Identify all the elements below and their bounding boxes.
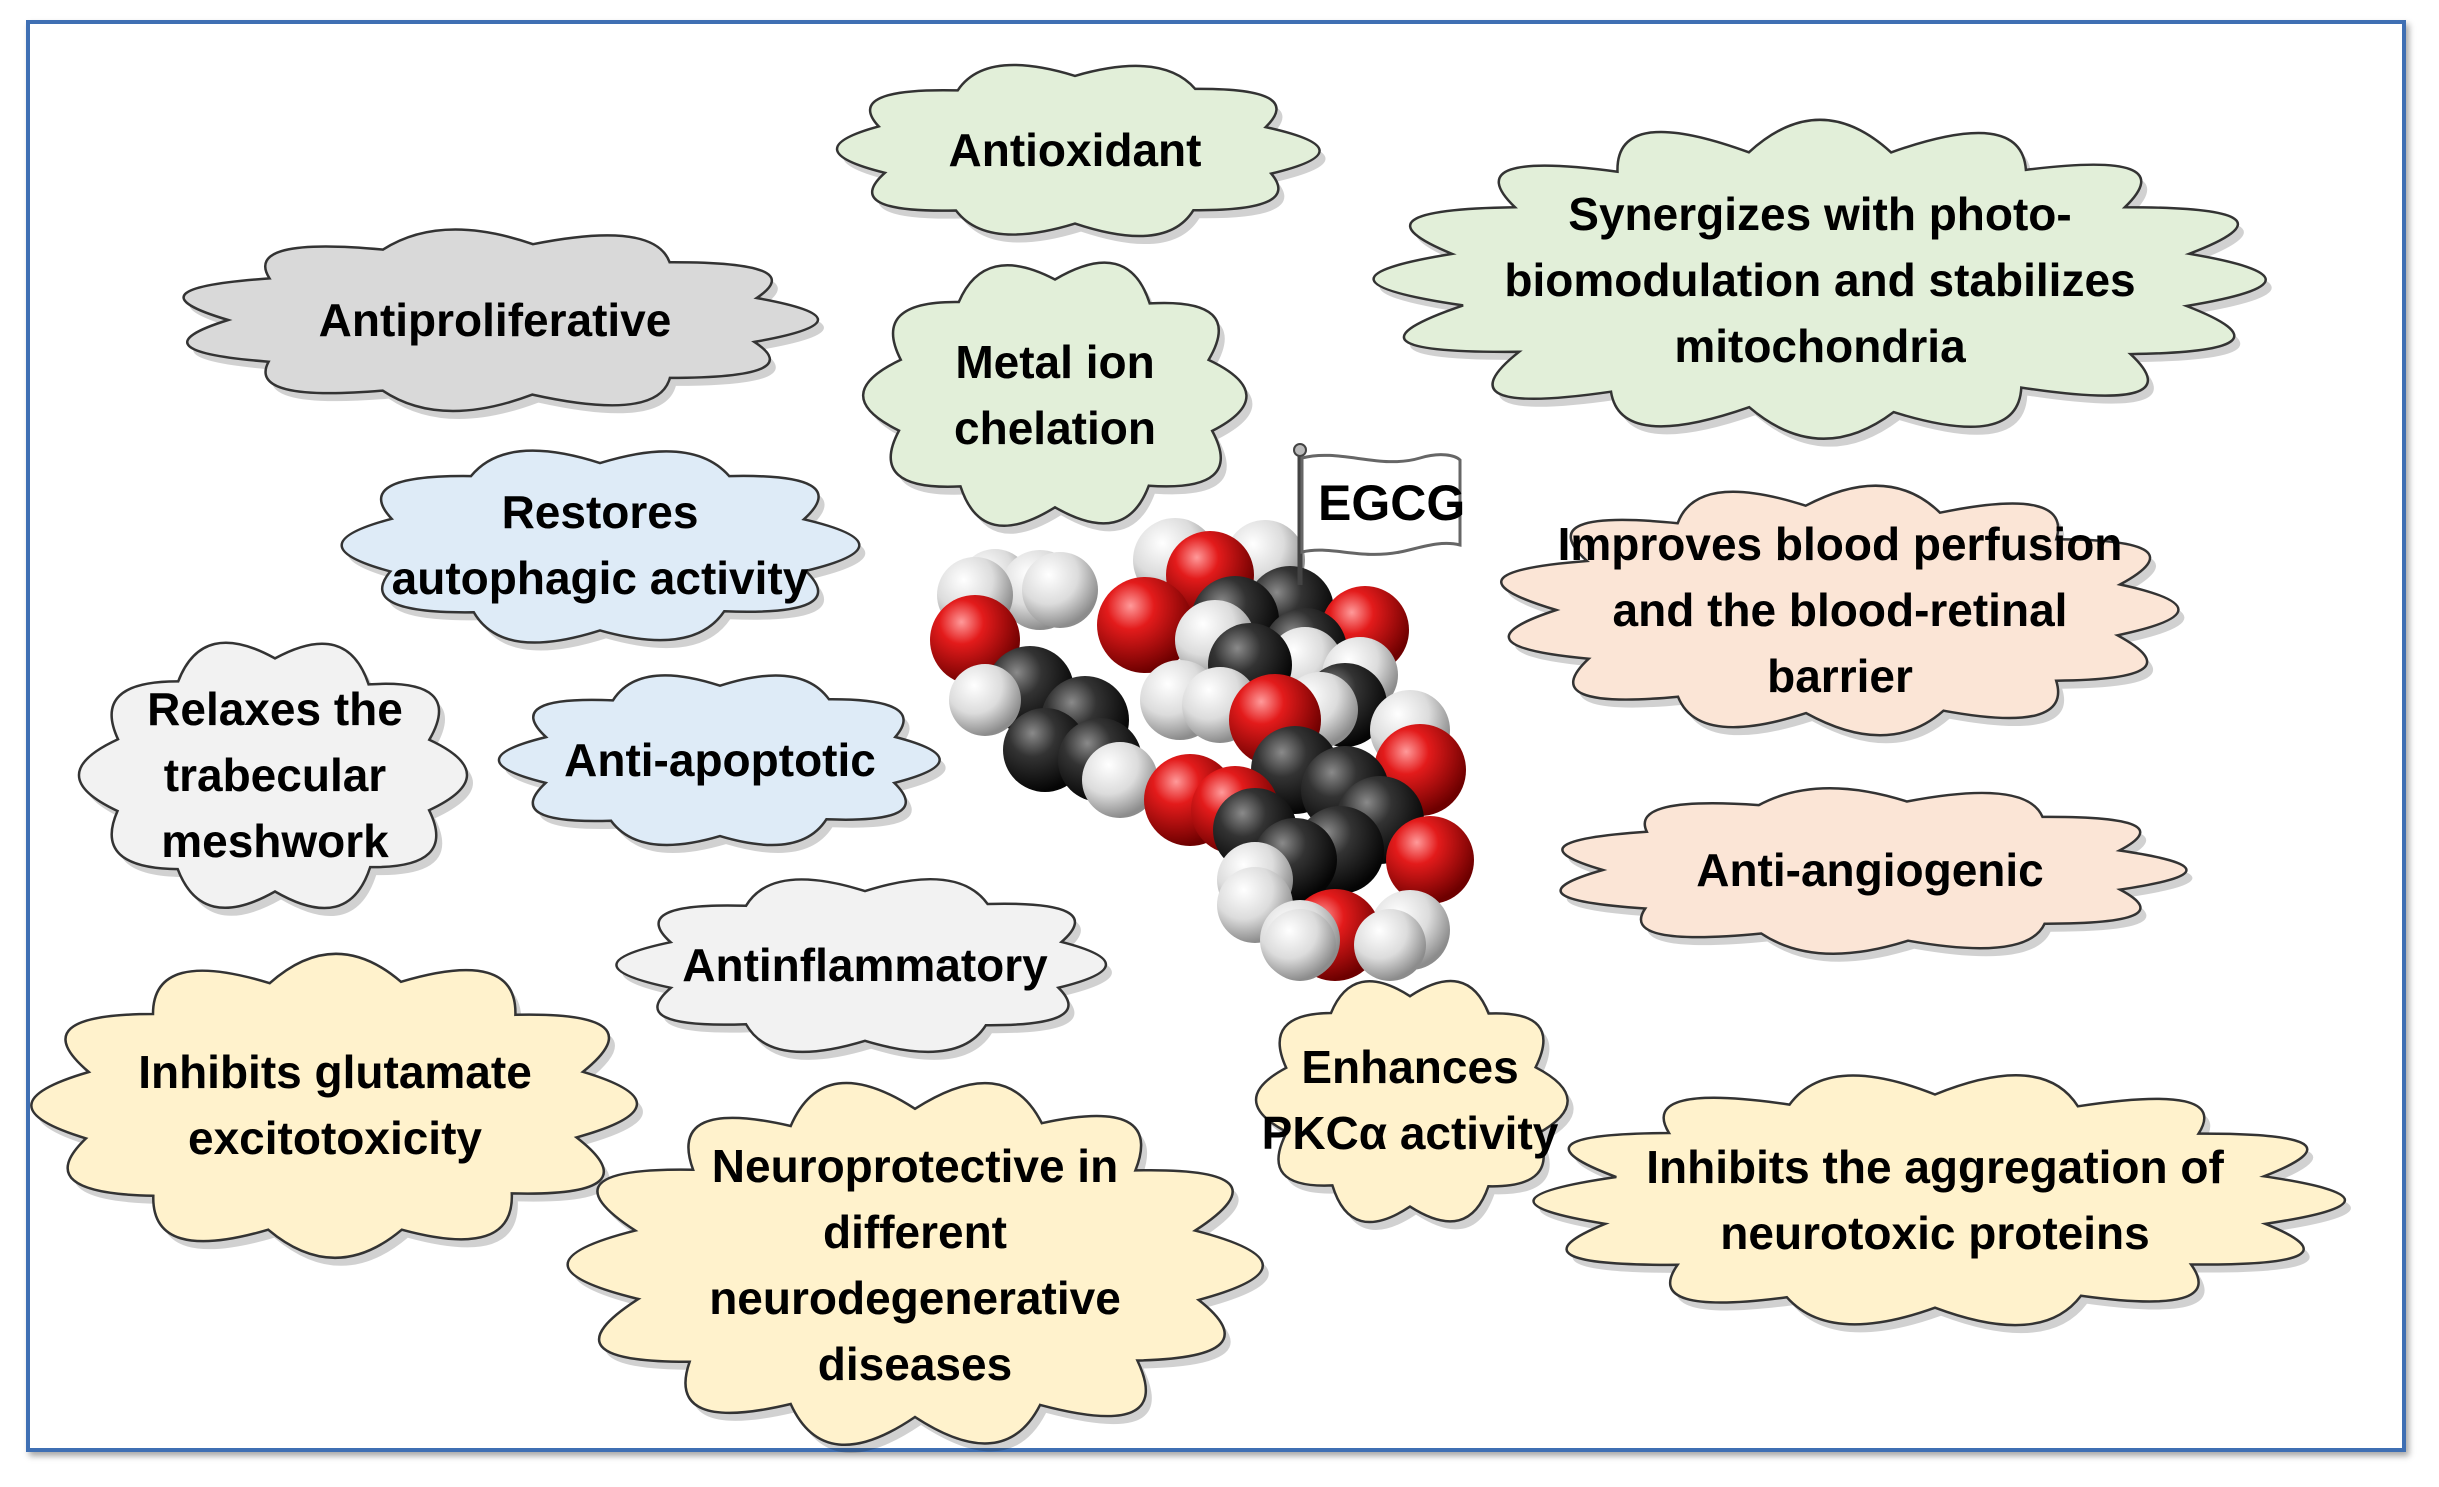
cloud-shape bbox=[615, 877, 1108, 1054]
cloud-antinflammatory: Antinflammatory bbox=[615, 877, 1112, 1060]
cloud-label-line: excitotoxicity bbox=[188, 1112, 482, 1164]
cloud-label-line: Anti-apoptotic bbox=[564, 734, 876, 786]
cloud-shape bbox=[77, 641, 469, 910]
cloud-label-line: neurotoxic proteins bbox=[1720, 1207, 2149, 1259]
cloud-shape bbox=[1532, 1074, 2347, 1327]
cloud-label-line: Synergizes with photo- bbox=[1568, 188, 2071, 240]
cloud-label-line: meshwork bbox=[161, 815, 389, 867]
cloud-label-line: Antioxidant bbox=[949, 124, 1202, 176]
cloud-label-line: Antiproliferative bbox=[319, 294, 672, 346]
cloud-shape bbox=[497, 674, 941, 847]
cloud-metal-ion-chelation: Metal ion chelation bbox=[861, 261, 1253, 534]
egcg-molecule bbox=[930, 518, 1474, 981]
cloud-aggregation: Inhibits the aggregation of neurotoxic pr… bbox=[1532, 1074, 2351, 1334]
hydrogen-atom bbox=[1022, 552, 1098, 628]
cloud-shape bbox=[835, 63, 1321, 238]
cloud-trabecular: Relaxes the trabecular meshwork bbox=[77, 641, 474, 917]
cloud-label-line: Metal ion bbox=[955, 336, 1154, 388]
hydrogen-atom bbox=[1354, 909, 1426, 981]
cloud-label-line: mitochondria bbox=[1674, 320, 1966, 372]
cloud-label-line: Inhibits the aggregation of bbox=[1646, 1141, 2224, 1193]
cloud-shape bbox=[1559, 787, 2188, 955]
cloud-shape bbox=[340, 449, 861, 644]
cloud-anti-apoptotic: Anti-apoptotic bbox=[497, 674, 946, 853]
cloud-shape bbox=[1372, 118, 2267, 440]
hydrogen-atom bbox=[1264, 909, 1336, 981]
cloud-photobiomodulation: Synergizes with photo-biomodulation and … bbox=[1372, 118, 2272, 447]
cloud-glutamate: Inhibits glutamate excitotoxicity bbox=[30, 952, 643, 1266]
cloud-label-line: Enhances bbox=[1301, 1041, 1518, 1093]
cloud-label-line: chelation bbox=[954, 402, 1156, 454]
cloud-shape bbox=[1255, 979, 1569, 1224]
cloud-label-line: diseases bbox=[818, 1338, 1012, 1390]
cloud-label-line: Inhibits glutamate bbox=[138, 1046, 532, 1098]
egcg-flag: EGCG bbox=[1293, 443, 1465, 585]
oxygen-atom bbox=[1097, 577, 1193, 673]
cloud-label-line: biomodulation and stabilizes bbox=[1504, 254, 2135, 306]
cloud-label-line: PKCα activity bbox=[1262, 1107, 1559, 1159]
cloud-label-line: and the blood-retinal bbox=[1613, 584, 2068, 636]
cloud-label-line: Restores bbox=[502, 486, 699, 538]
oxygen-atom bbox=[1386, 816, 1474, 904]
cloud-blood-perfusion: Improves blood perfusion and the blood-re… bbox=[1500, 484, 2185, 744]
cloud-label-line: barrier bbox=[1767, 650, 1913, 702]
cloud-label-line: Relaxes the bbox=[147, 683, 403, 735]
hydrogen-atom bbox=[1082, 742, 1158, 818]
cloud-neuroprotective: Neuroprotective in different neurodegenera… bbox=[566, 1081, 1269, 1453]
hydrogen-atom bbox=[949, 664, 1021, 736]
cloud-shape bbox=[30, 952, 639, 1259]
cloud-label-line: trabecular bbox=[164, 749, 387, 801]
cloud-label-line: Anti-angiogenic bbox=[1696, 844, 2044, 896]
egcg-label: EGCG bbox=[1318, 475, 1465, 531]
cloud-label-line: different bbox=[823, 1206, 1007, 1258]
cloud-antioxidant: Antioxidant bbox=[835, 63, 1326, 245]
cloud-anti-angiogenic: Anti-angiogenic bbox=[1559, 787, 2193, 962]
cloud-label-line: Antinflammatory bbox=[682, 939, 1048, 991]
cloud-antiproliferative: Antiproliferative bbox=[182, 228, 824, 420]
cloud-shape bbox=[182, 228, 820, 413]
cloud-shape bbox=[566, 1081, 1264, 1446]
cloud-label-line: Improves blood perfusion bbox=[1558, 518, 2123, 570]
cloud-label-line: autophagic activity bbox=[392, 552, 809, 604]
cloud-shape bbox=[1500, 484, 2180, 737]
cloud-autophagic: Restores autophagic activity bbox=[340, 449, 866, 651]
cloud-label-line: Neuroprotective in bbox=[712, 1140, 1118, 1192]
cloud-shape bbox=[861, 261, 1248, 528]
cloud-label-line: neurodegenerative bbox=[709, 1272, 1121, 1324]
